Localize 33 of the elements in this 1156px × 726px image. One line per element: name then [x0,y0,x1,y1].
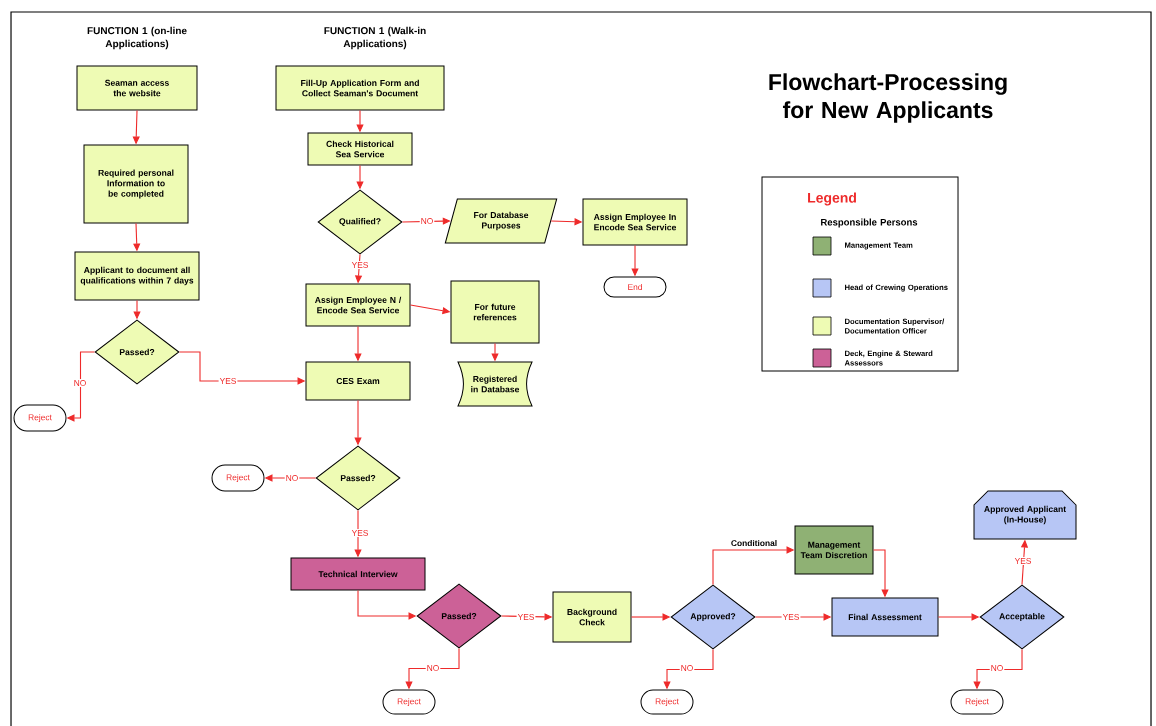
process-box: Background Check [552,591,632,643]
edge-label: NO [419,217,435,225]
edge-label: YES [516,613,536,621]
result-box: Approved Applicant (In-House) [973,490,1077,540]
title: Flowchart-Processing for New Applicants [769,73,1007,123]
edge-label: YES [350,261,370,269]
edge-label: NO [72,379,88,387]
process-box: Fill-Up Application Form and Collect Seaman's Document [275,65,445,111]
process-box: CES Exam [305,361,411,401]
process-box: Assign Employee In Encode Sea Service [582,198,688,246]
process-box: Assign Employee N / Encode Sea Service [305,283,411,327]
legend-subtitle: Responsible Persons [821,218,918,228]
edge-label: Conditional [729,538,779,548]
process-box: For future references [450,280,540,344]
edge-label: YES [218,377,238,385]
data-parallelogram: For Database Purposes [444,198,558,244]
process-box: Technical Interview [290,557,426,591]
process-box: Seaman access the website [76,65,198,111]
edge-label: YES [781,613,801,621]
edge-label: YES [350,529,370,537]
edge-label: NO [425,664,441,672]
column-heading: FUNCTION 1 (on-line Applications) [87,26,187,50]
edge-label: NO [284,474,300,482]
legend-title: Legend [808,192,856,206]
process-box: Required personal Information to be completed [83,144,189,224]
process-box: Final Assessment [831,597,939,637]
edge-label: NO [989,664,1005,672]
process-box: Applicant to document all qualifications within 7 days [74,251,200,301]
column-heading: FUNCTION 1 (Walk-in Applications) [324,26,426,50]
process-box: Check Historical Sea Service [307,132,413,166]
process-box: Management Team Discretion [794,525,874,575]
edge-label: NO [679,664,695,672]
edge-label: YES [1013,557,1033,565]
